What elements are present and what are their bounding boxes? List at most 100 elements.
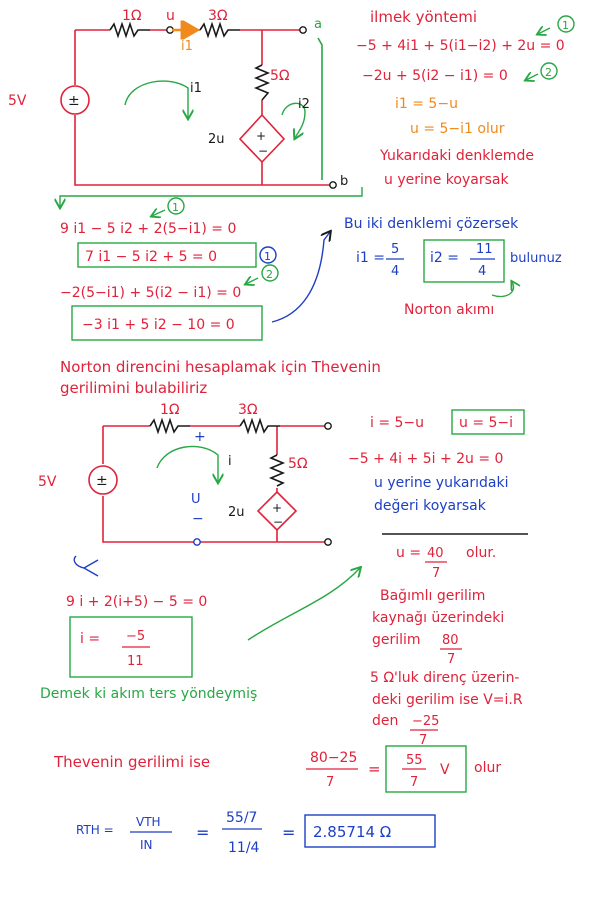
- thevenin-resistance: RTH = VTH IN = 55/7 11/4 = 2.85714 Ω: [76, 810, 436, 856]
- c2-r1-label: 1Ω: [160, 402, 180, 418]
- c2-resistor-1ohm: [149, 417, 190, 435]
- substitution-text-1: Yukarıdaki denklemde: [379, 148, 534, 164]
- resistor-3ohm: [199, 21, 240, 39]
- solve-text: Bu iki denklemi çözersek: [344, 216, 519, 232]
- rth-numerator: 55/7: [226, 810, 257, 826]
- rth-equals-1: =: [196, 823, 209, 842]
- c2-plus-sign: +: [194, 429, 206, 445]
- sub-eq-d-box: [71, 305, 263, 341]
- thevenin-voltage: Thevenin gerilimi ise 80−25 7 = 55 7 V o…: [53, 745, 501, 793]
- circuit-2-wires: [102, 425, 325, 543]
- c1-dep-minus: −: [258, 144, 268, 158]
- c1-source-label: 5V: [8, 93, 27, 109]
- resistor-1ohm: [109, 21, 150, 39]
- resistor-text-1: 5 Ω'luk direnç üzerin-: [370, 670, 520, 686]
- loop-current-solution: 9 i + 2(i+5) − 5 = 0 i = −5 11 Demek ki …: [40, 555, 360, 702]
- mesh-eq-2: −2u + 5(i2 − i1) = 0: [362, 68, 508, 84]
- dep-source-text-2: kaynağı üzerindeki: [372, 610, 504, 626]
- eq-b-tag-circle: [259, 246, 277, 264]
- to-u-arrow: [247, 568, 360, 641]
- c1-current-i1-label: i1: [181, 39, 193, 54]
- c2-terminal-top-dot: [324, 422, 332, 430]
- circuit-1-wires: [74, 29, 330, 186]
- rth-result-box: [304, 814, 436, 848]
- terminal-bracket: [317, 37, 323, 180]
- dependent-source-2u: [238, 113, 286, 164]
- eq1-tag-circle: [557, 15, 575, 33]
- norton-current-label: Norton akımı: [404, 302, 494, 318]
- c1-r3-label: 5Ω: [270, 68, 290, 84]
- resistor-text-2: deki gerilim ise V=i.R: [372, 692, 523, 708]
- eq-a-tag-circle: [167, 197, 185, 215]
- kvl-eq-1-boxed: u = 5−i: [459, 415, 513, 431]
- i-numerator: −5: [126, 629, 145, 644]
- dep-voltage-denominator: 7: [447, 652, 455, 667]
- i2-lhs: i2 =: [430, 250, 459, 266]
- mesh-method-title: ilmek yöntemi: [370, 8, 477, 26]
- c2-r3-label: 5Ω: [288, 456, 308, 472]
- i-lhs: i =: [80, 631, 100, 647]
- c1-loop-i1-label: i1: [190, 81, 202, 96]
- norton-current-solution: Bu iki denklemi çözersek i1 = 5 4 i2 = 1…: [344, 216, 562, 318]
- subst-text-2: değeri koyarsak: [374, 498, 487, 514]
- left-arrow-head: [82, 559, 99, 577]
- c2-dep-minus: −: [273, 515, 283, 529]
- rth-denominator: 11/4: [228, 840, 260, 856]
- section2-line2: gerilimini bulabiliriz: [60, 379, 207, 397]
- reverse-current-note: Demek ki akım ters yöndeymiş: [40, 686, 257, 702]
- c2-resistor-5ohm: [268, 454, 286, 487]
- dep-voltage-numerator: 80: [442, 633, 459, 648]
- kvl-eq-1: i = 5−u: [370, 415, 424, 431]
- c2-u-label: U: [191, 492, 201, 507]
- i2-numerator: 11: [476, 242, 493, 257]
- c2-dependent-source-2u: [256, 490, 298, 532]
- c1-source-sign: ±: [68, 93, 80, 109]
- eq-c-tag: 2: [266, 268, 273, 281]
- sub-eq-b-box: [77, 242, 257, 268]
- i1-numerator: 5: [391, 242, 399, 257]
- voltage-source-5v: [60, 85, 90, 115]
- i1-lhs: i1 =: [356, 250, 385, 266]
- mesh-eq-3: i1 = 5−u: [395, 96, 458, 112]
- c2-r2-label: 3Ω: [238, 402, 258, 418]
- section2-line1: Norton direncini hesaplamak için Theveni…: [60, 358, 381, 376]
- c2-resistor-3ohm: [239, 417, 280, 435]
- substitution-text-2: u yerine koyarsak: [384, 172, 509, 188]
- circuit-2: 1Ω 3Ω 5V ± + i U − 2u + − 5Ω: [38, 402, 332, 546]
- c1-dep-plus: +: [256, 129, 266, 143]
- sub-eq-b: 7 i1 − 5 i2 + 5 = 0: [85, 249, 217, 265]
- thevenin-equals: =: [368, 760, 381, 778]
- c1-terminal-b-label: b: [340, 174, 348, 189]
- substituted-equations: 1 9 i1 − 5 i2 + 2(5−i1) = 0 7 i1 − 5 i2 …: [60, 197, 330, 341]
- c2-node-bottom-dot: [193, 538, 201, 546]
- c2-source-label: 5V: [38, 474, 57, 490]
- i-result-box: [69, 616, 193, 678]
- loop-eq: 9 i + 2(i+5) − 5 = 0: [66, 594, 207, 610]
- c2-terminal-bottom-dot: [324, 538, 332, 546]
- i2-denominator: 4: [478, 264, 486, 279]
- c1-loop-i2-label: i2: [298, 97, 310, 112]
- thevenin-denominator: 7: [326, 775, 334, 790]
- u-lhs: u =: [396, 545, 421, 561]
- u-suffix: olur.: [466, 545, 496, 561]
- eq-a-tag-arrow: [152, 210, 166, 216]
- sub-eq-a: 9 i1 − 5 i2 + 2(5−i1) = 0: [60, 221, 236, 237]
- resistor-voltage-denominator: 7: [419, 733, 427, 748]
- c2-voltage-source-5v: [88, 465, 118, 495]
- c2-minus-sign: −: [192, 511, 204, 527]
- eq2-tag-arrow: [526, 74, 539, 80]
- c2-dep-source-label: 2u: [228, 505, 245, 520]
- subst-text-1: u yerine yukarıdaki: [374, 475, 509, 491]
- terminal-a-dot: [299, 26, 307, 34]
- c1-terminal-a-label: a: [314, 17, 322, 32]
- thevenin-numerator: 80−25: [310, 750, 357, 766]
- rth-vth: VTH: [136, 815, 161, 829]
- c1-node-u-label: u: [166, 8, 175, 24]
- norton-arrow: [491, 282, 514, 298]
- eq-c-tag-circle: [261, 264, 279, 282]
- u-denominator: 7: [432, 566, 440, 581]
- rth-result: 2.85714 Ω: [313, 823, 391, 841]
- thevenin-equations: i = 5−u u = 5−i −5 + 4i + 5i + 2u = 0 u …: [348, 409, 528, 748]
